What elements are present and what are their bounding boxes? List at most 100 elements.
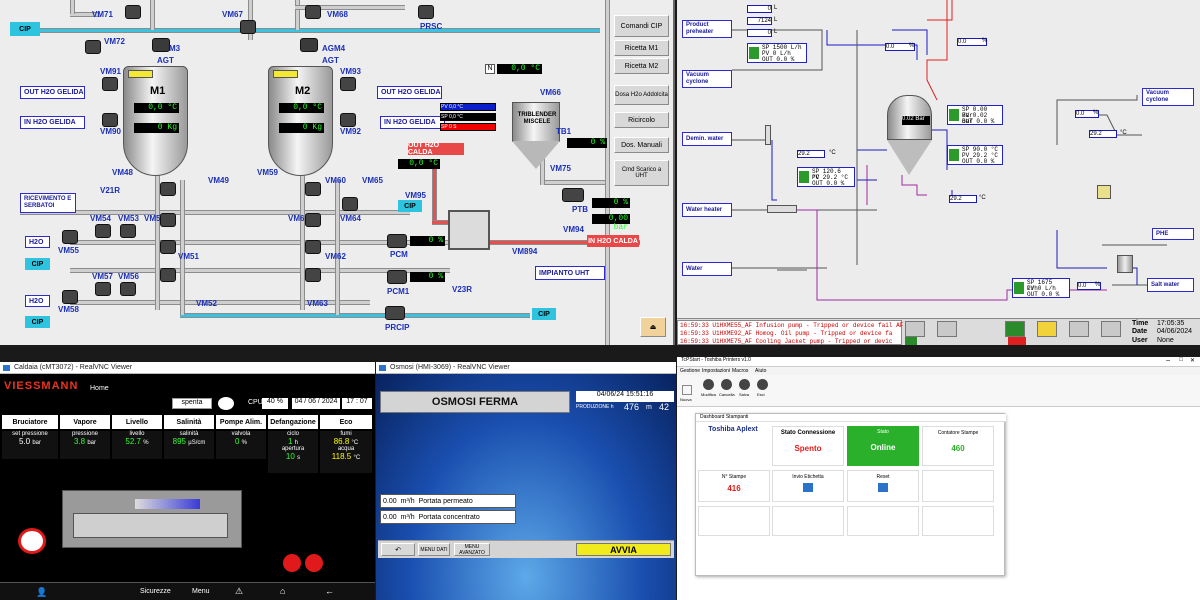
value-292c: 29.2: [949, 195, 977, 203]
dashboard-titlebar[interactable]: Dashboard Stampanti: [696, 414, 1006, 422]
vm63-valve-icon[interactable]: [305, 268, 321, 282]
network-icon[interactable]: [937, 321, 957, 337]
menu-macros[interactable]: Macros: [732, 368, 749, 374]
pid-flow-1[interactable]: SP 1500 L/h PV 0 L/h OUT 0.0 %: [747, 43, 807, 63]
vm62-valve-icon[interactable]: [305, 240, 321, 254]
vm49-valve-icon[interactable]: [160, 182, 176, 196]
vm64-valve-icon[interactable]: [342, 197, 358, 211]
vm68-valve-icon[interactable]: [305, 5, 321, 19]
vm93-valve-icon[interactable]: [340, 77, 356, 91]
user-icon[interactable]: 👤: [36, 587, 48, 597]
ptb-pump-icon[interactable]: [562, 188, 584, 202]
power-icon[interactable]: [218, 397, 234, 410]
bars-icon[interactable]: [1005, 321, 1025, 337]
menu-dati-button[interactable]: MENU DATI: [418, 543, 450, 556]
triblender-tank[interactable]: [512, 102, 560, 142]
comandi-cip-button[interactable]: Comandi CIP: [614, 15, 669, 37]
menu-aiuto[interactable]: Aiuto: [755, 368, 767, 374]
tank-m2[interactable]: M2 0,0 °C 0 Kg: [268, 66, 333, 176]
pcm1-pump-icon[interactable]: [387, 270, 407, 284]
water-heater-icon: [767, 205, 797, 213]
vm57-valve-icon[interactable]: [95, 282, 111, 296]
gauge-2-icon[interactable]: [721, 379, 732, 390]
cmd-scarico-uht-button[interactable]: Cmd Scarico a UHT: [614, 160, 669, 186]
gauge-3-icon[interactable]: [739, 379, 750, 390]
caldaia-navbar: 👤 Sicurezze Menu ⚠ ⌂ ←: [0, 582, 375, 600]
vm92-valve-icon[interactable]: [340, 113, 356, 127]
vm67-label: VM67: [222, 10, 243, 19]
m1-label: M1: [150, 85, 166, 97]
cip-inlet-2: CIP: [25, 316, 50, 328]
caldaia-titlebar[interactable]: Caldaia (cMT3072) - RealVNC Viewer: [0, 362, 375, 374]
water-inlet: Water: [682, 262, 732, 276]
new-icon[interactable]: [682, 385, 692, 395]
vm67-valve-icon[interactable]: [240, 20, 256, 34]
vm90-valve-icon[interactable]: [102, 113, 118, 127]
gauge-4-icon[interactable]: [757, 379, 768, 390]
dos-manuali-button[interactable]: Dos. Manuali: [614, 137, 669, 153]
alarm-row-1[interactable]: 16:59:33 U1HXME55_AF Infusion pump - Tri…: [680, 322, 904, 329]
reset-button[interactable]: Reset: [847, 470, 919, 502]
scale-icon[interactable]: [1069, 321, 1089, 337]
pid-pressure[interactable]: SP 0.00 Bar PV 0.02 Bar OUT 0.0 %: [947, 105, 1003, 125]
prsc-pump-icon[interactable]: [418, 5, 434, 19]
vm72-valve-icon[interactable]: [85, 40, 101, 54]
vm50-valve-icon[interactable]: [160, 213, 176, 227]
vm61-valve-icon[interactable]: [305, 213, 321, 227]
tank-m1[interactable]: M1 0,0 °C 0 Kg: [123, 66, 188, 176]
menu-impostazioni[interactable]: Impostazioni: [702, 368, 731, 374]
conn-status-card: Stato Connessione Spento: [772, 426, 844, 466]
unit-c-a: °C: [829, 150, 836, 156]
exit-door-icon[interactable]: ⏏: [640, 317, 666, 337]
home-nav-icon[interactable]: ⌂: [280, 586, 286, 596]
trend-icon[interactable]: [1008, 337, 1026, 345]
alarm-list[interactable]: 16:59:33 U1HXME55_AF Infusion pump - Tri…: [677, 320, 904, 345]
osmosi-back-button[interactable]: ↶: [381, 543, 415, 556]
menu-gestione[interactable]: Gestione: [680, 368, 701, 374]
pid-flow-2[interactable]: SP 1675 L/h PV 0 L/h OUT 0.0 %: [1012, 278, 1070, 298]
water-heater: Water heater: [682, 203, 732, 217]
m1-temp-readout: 0,0 °C: [134, 103, 179, 113]
user-key-icon[interactable]: [1101, 321, 1121, 337]
sicurezze-nav[interactable]: Sicurezze: [140, 588, 171, 595]
vm53-valve-icon[interactable]: [120, 224, 136, 238]
close-icon[interactable]: ✕: [1189, 358, 1195, 364]
vm62-label: VM62: [325, 252, 346, 261]
menu-avanzato-button[interactable]: MENU AVANZATO: [454, 543, 490, 556]
vm60-valve-icon[interactable]: [305, 182, 321, 196]
gauge-1-icon[interactable]: [703, 379, 714, 390]
osmosi-titlebar[interactable]: Osmosi (HMI-3069) - RealVNC Viewer: [376, 362, 676, 374]
back-icon[interactable]: ←: [325, 586, 334, 596]
vessel-pressure-readout: 0.02 Bar: [902, 116, 930, 125]
alert-icon[interactable]: ⚠: [235, 586, 244, 596]
vm52-valve-icon[interactable]: [160, 268, 176, 282]
pcm-pump-icon[interactable]: [387, 234, 407, 248]
h2o-inlet-2: H2O: [25, 295, 50, 307]
alarm-row-3[interactable]: 16:59:33 U1HXME75_AF Cooling Jacket pump…: [680, 338, 893, 345]
vm58-valve-icon[interactable]: [62, 290, 78, 304]
alarm-row-2[interactable]: 16:59:33 U1HXME92_AF Homog. Oil pump - T…: [680, 330, 893, 337]
ricetta-m2-button[interactable]: Ricetta M2: [614, 58, 669, 74]
ricetta-m1-button[interactable]: Ricetta M1: [614, 40, 669, 56]
invio-etichetta-button[interactable]: Invio Etichetta: [772, 470, 844, 502]
vm54-valve-icon[interactable]: [95, 224, 111, 238]
minimize-icon[interactable]: –: [1166, 357, 1170, 364]
vm71-valve-icon[interactable]: [125, 5, 141, 19]
vm91-valve-icon[interactable]: [102, 77, 118, 91]
menu-nav[interactable]: Menu: [192, 588, 210, 595]
dosa-h2o-button[interactable]: Dosa H2o Addolcita: [614, 85, 669, 105]
vm56-valve-icon[interactable]: [120, 282, 136, 296]
filter-icon[interactable]: [1097, 185, 1111, 199]
pid-temp-2[interactable]: SP 120.6 °C PV 29.2 °C OUT 0.0 %: [797, 167, 855, 187]
maximize-icon[interactable]: □: [1179, 357, 1183, 363]
avvia-button[interactable]: AVVIA: [576, 543, 671, 556]
vm51-valve-icon[interactable]: [160, 240, 176, 254]
toshiba-titlebar[interactable]: TcPStart - Toshiba Printers v1.0 – □ ✕: [677, 357, 1200, 367]
vm55-valve-icon[interactable]: [62, 230, 78, 244]
pid-temp-1[interactable]: SP 90.0 °C PV 29.2 °C OUT 0.0 %: [947, 145, 1003, 165]
play-icon[interactable]: [905, 337, 917, 345]
prcip-pump-icon[interactable]: [385, 306, 405, 320]
ricircolo-button[interactable]: Ricircolo: [614, 112, 669, 128]
warning-icon[interactable]: [1037, 321, 1057, 337]
home-icon[interactable]: [905, 321, 925, 337]
